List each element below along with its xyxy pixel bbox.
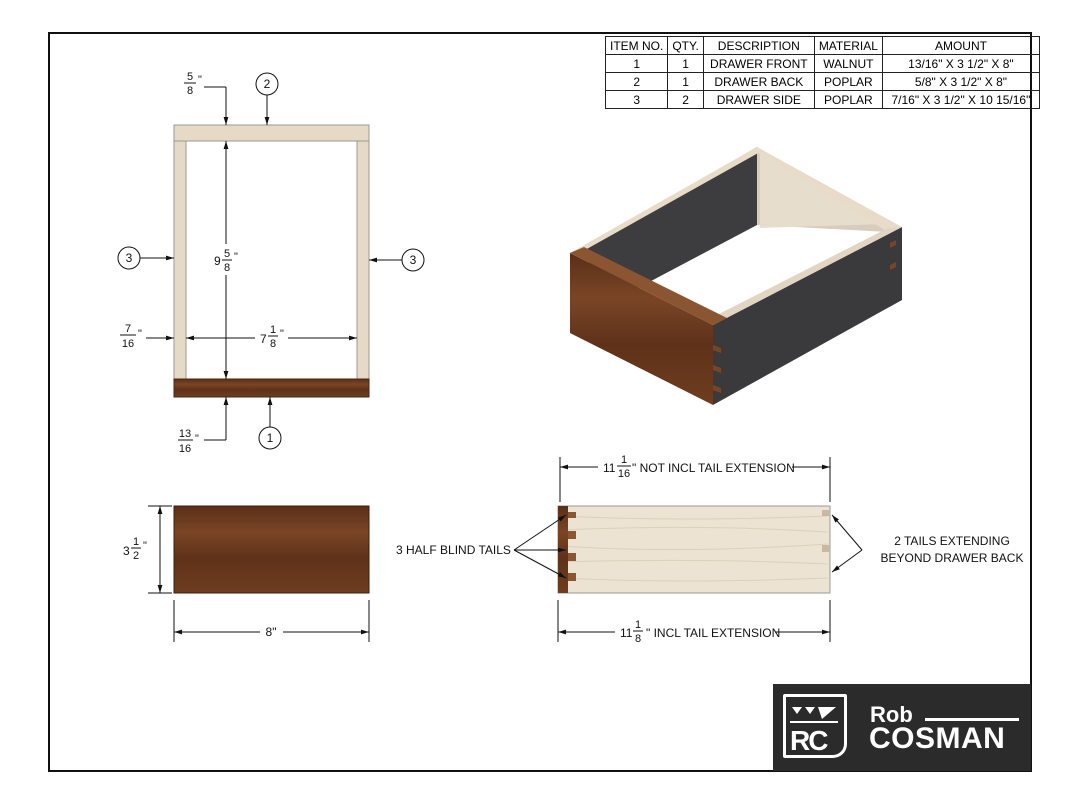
right-side-outer-face [713,227,902,405]
svg-text:9: 9 [214,254,221,268]
drawer-front-part [173,378,370,398]
drawer-back-part [173,124,370,142]
svg-text:": " [234,251,238,263]
svg-text:5: 5 [224,248,230,260]
svg-text:11: 11 [603,461,616,475]
svg-text:1: 1 [621,454,627,466]
drawer-side-right-part [356,140,370,380]
drawer-side-left-part [173,140,187,380]
front-view: 3 1 2 " 8" [123,505,370,642]
svg-text:3: 3 [123,544,130,558]
svg-text:": " [280,328,284,340]
svg-text:8": 8" [266,625,277,639]
svg-text:8: 8 [635,633,641,645]
svg-text:16: 16 [618,468,630,480]
svg-text:7: 7 [125,323,131,335]
svg-text:2: 2 [133,550,139,562]
svg-text:1: 1 [270,324,276,336]
svg-text:2: 2 [264,77,271,91]
rob-cosman-logo: RC Rob COSMAN [773,684,1031,771]
svg-text:": " [195,433,199,445]
svg-text:": " [143,540,147,552]
isometric-view [570,147,902,405]
svg-text:3: 3 [126,251,133,265]
rc-logo-mark: RC [783,694,847,758]
svg-text:16: 16 [122,338,134,350]
svg-text:8: 8 [270,338,276,350]
svg-text:1: 1 [635,619,641,631]
back-thickness-num: 5 [187,71,193,83]
svg-text:8: 8 [224,262,230,274]
sheet-border [48,32,1032,772]
svg-text:BEYOND DRAWER BACK: BEYOND DRAWER BACK [881,551,1024,565]
half-blind-tails-note: 3 HALF BLIND TAILS [396,543,511,557]
svg-text:": " [138,328,142,340]
tails-extending-note: 2 TAILS EXTENDING [894,534,1010,548]
svg-text:7: 7 [260,332,267,346]
back-thickness-den: 8 [187,85,193,97]
svg-text:" NOT INCL TAIL EXTENSION: " NOT INCL TAIL EXTENSION [632,461,795,475]
svg-text:1: 1 [267,431,274,445]
svg-text:11: 11 [620,626,633,640]
top-view: 5 8 " 2 9 5 8 " 3 3 7 16 " 7 1 8 " [117,71,425,455]
svg-text:13: 13 [179,428,191,440]
svg-text:3: 3 [410,253,417,267]
svg-text:1: 1 [133,536,139,548]
svg-text:" INCL TAIL EXTENSION: " INCL TAIL EXTENSION [646,626,780,640]
left-side-inner-face [585,147,757,308]
drawer-front-face [570,253,713,405]
side-view: 11 1 16 " NOT INCL TAIL EXTENSION 11 1 8… [396,454,1023,645]
logo-first-name: Rob [870,702,913,727]
side-top-edge [570,147,760,253]
svg-text:": " [198,74,202,86]
svg-text:16: 16 [179,443,191,455]
drawer-front-elevation [173,505,370,594]
logo-last-name: COSMAN [869,722,1006,755]
